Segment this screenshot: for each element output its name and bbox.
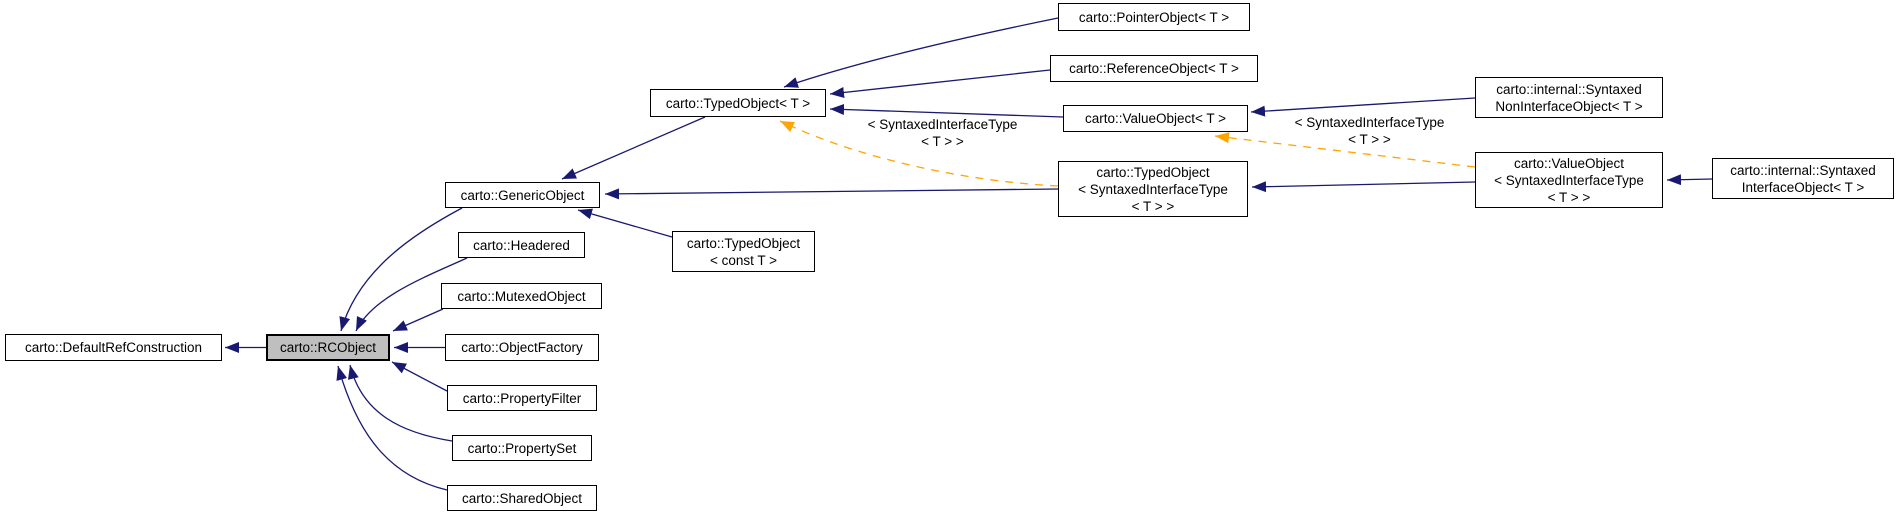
edge-pointer-object-to-typed-object-t (783, 17, 1059, 88)
node-value-object-syntaxed[interactable]: carto::ValueObject < SyntaxedInterfaceTy… (1475, 152, 1663, 208)
node-mutexed-object[interactable]: carto::MutexedObject (441, 283, 602, 309)
node-syntaxed-interface-object[interactable]: carto::internal::Syntaxed InterfaceObjec… (1712, 158, 1894, 199)
node-reference-object-t[interactable]: carto::ReferenceObject< T > (1050, 55, 1258, 82)
node-value-object-t[interactable]: carto::ValueObject< T > (1063, 105, 1248, 132)
edge-value-object-t-to-typed-object-t (829, 103, 1064, 118)
node-typed-object-syntaxed[interactable]: carto::TypedObject < SyntaxedInterfaceTy… (1058, 161, 1248, 217)
node-pointer-object-t[interactable]: carto::PointerObject< T > (1058, 3, 1250, 31)
node-shared-object[interactable]: carto::SharedObject (447, 485, 597, 511)
node-object-factory[interactable]: carto::ObjectFactory (445, 334, 599, 361)
edge-shared-object-to-rcobject (336, 365, 448, 491)
edge-mutexed-object-to-rcobject (392, 308, 444, 332)
node-headered[interactable]: carto::Headered (458, 232, 585, 258)
node-rcobject[interactable]: carto::RCObject (266, 334, 390, 361)
node-property-filter[interactable]: carto::PropertyFilter (447, 385, 597, 411)
node-generic-object[interactable]: carto::GenericObject (445, 182, 600, 208)
edge-syntaxed-interface-to-value-object-syntaxed (1666, 174, 1713, 186)
edge-typed-object-syntaxed-to-generic-object (604, 188, 1059, 200)
edge-value-object-syntaxed-to-typed-object-syntaxed (1251, 181, 1476, 193)
edge-reference-object-to-typed-object-t (829, 69, 1051, 98)
edge-property-set-to-rcobject (347, 364, 453, 442)
edge-typed-object-t-to-generic-object (561, 116, 706, 180)
node-typed-object-t[interactable]: carto::TypedObject< T > (650, 89, 826, 117)
edge-template-value-object-syntaxed-to-value-object-t (1214, 132, 1476, 168)
node-typed-object-const-t[interactable]: carto::TypedObject < const T > (672, 231, 815, 272)
edge-property-filter-to-rcobject (391, 361, 448, 392)
edge-typed-object-const-t-to-generic-object (577, 208, 673, 238)
edge-template-typed-object-syntaxed-to-typed-object-t (779, 120, 1059, 187)
node-syntaxed-noninterface-object[interactable]: carto::internal::Syntaxed NonInterfaceOb… (1475, 77, 1663, 118)
edge-headered-to-rcobject (355, 257, 468, 332)
node-property-set[interactable]: carto::PropertySet (452, 435, 592, 461)
edge-generic-object-to-rcobject (339, 207, 463, 332)
node-default-ref-construction[interactable]: carto::DefaultRefConstruction (5, 334, 222, 361)
edge-syntaxed-noninterface-to-value-object-t (1250, 97, 1476, 117)
